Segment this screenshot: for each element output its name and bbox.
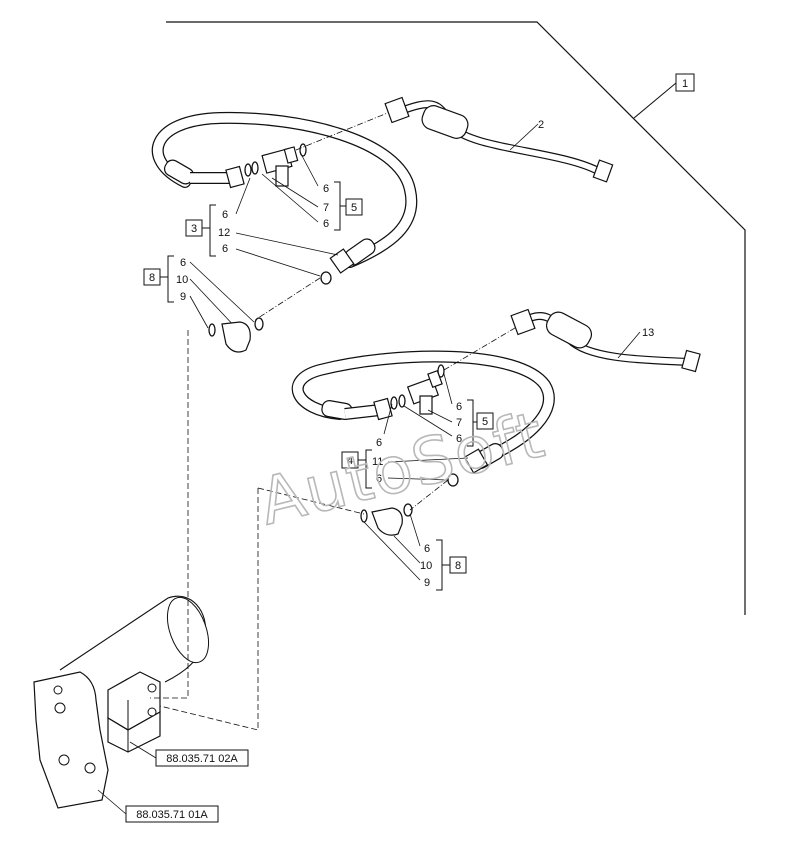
o-ring	[299, 143, 307, 157]
label-6: 6	[222, 209, 228, 221]
label-6: 6	[456, 401, 462, 413]
o-ring	[244, 163, 252, 177]
reference-valve-link[interactable]: 88.035.71 02A	[166, 753, 238, 765]
label-12: 12	[218, 227, 230, 239]
reference-box-motor[interactable]	[125, 805, 219, 823]
callout-8: 8	[455, 560, 461, 572]
callout-8: 8	[149, 272, 155, 284]
upper-tee-fitting	[261, 146, 299, 187]
lower-hose-assembly: 6 7 6 5 6 4 11 6 6 10 9 8	[291, 324, 555, 591]
label-6: 6	[456, 433, 462, 445]
label-9: 9	[424, 577, 430, 589]
upper-hose-assembly: 6 7 6 5 3 6 12 6 8 6 10 9	[143, 109, 418, 353]
label-7: 7	[323, 202, 329, 214]
callout-13: 13	[642, 327, 654, 339]
callout-1: 1	[682, 78, 688, 90]
label-7: 7	[456, 417, 462, 429]
callout-3: 3	[191, 223, 197, 235]
callout-5: 5	[351, 202, 357, 214]
motor-assembly: 88.035.71 02A 88.035.71 01A	[33, 330, 365, 823]
lower-tee-fitting	[406, 369, 443, 415]
callout-box-1	[675, 73, 695, 92]
callout-5: 5	[482, 416, 488, 428]
label-6: 6	[323, 183, 329, 195]
label-6: 6	[222, 243, 228, 255]
reference-box-valve[interactable]	[155, 749, 249, 767]
callout-box-8	[449, 556, 467, 574]
callout-4: 4	[347, 455, 353, 467]
assembly-frame-line	[166, 21, 746, 615]
motor-mounting-plate	[33, 671, 109, 809]
hose-item-13: 13	[510, 308, 701, 373]
upper-hose-nut-left	[225, 165, 245, 189]
label-6: 6	[424, 543, 430, 555]
label-11: 11	[372, 456, 383, 468]
label-6: 6	[180, 257, 186, 269]
valve-block	[107, 671, 161, 753]
o-ring	[320, 271, 332, 285]
callout-box-5	[476, 412, 494, 430]
reference-motor-link[interactable]: 88.035.71 01A	[136, 809, 208, 821]
label-10: 10	[176, 274, 188, 286]
lower-elbow-fitting	[360, 503, 413, 536]
upper-elbow-fitting	[208, 317, 264, 353]
leader-1	[633, 82, 677, 119]
callout-box-5	[345, 198, 363, 216]
callout-2: 2	[538, 119, 544, 131]
upper-hose-nut-right	[329, 248, 355, 274]
label-10: 10	[420, 560, 432, 572]
label-6: 6	[376, 473, 382, 485]
label-6: 6	[376, 437, 382, 449]
label-9: 9	[180, 291, 186, 303]
hose-item-2: 2	[384, 96, 614, 183]
upper-hose-loop	[151, 111, 418, 268]
o-ring	[251, 161, 259, 175]
label-6: 6	[323, 218, 329, 230]
